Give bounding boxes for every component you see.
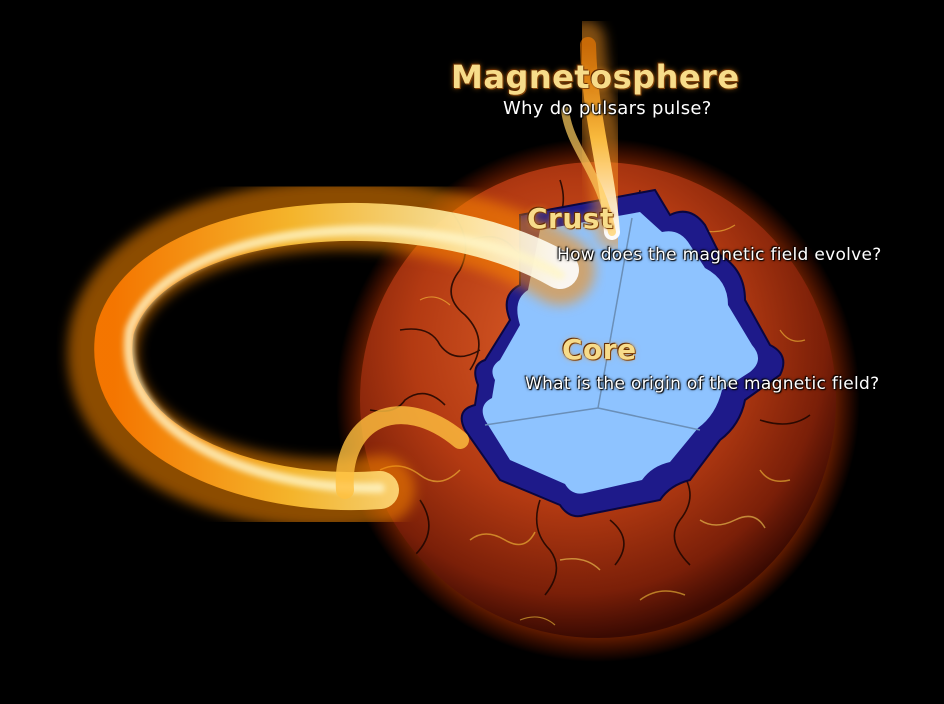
core-title: Core xyxy=(562,333,637,366)
core-question: What is the origin of the magnetic field… xyxy=(525,374,880,394)
crust-question: How does the magnetic field evolve? xyxy=(557,245,882,265)
core-section-lines xyxy=(484,217,701,431)
magnetosphere-title: Magnetosphere xyxy=(451,58,740,96)
magnetosphere-question: Why do pulsars pulse? xyxy=(503,98,712,119)
solar-flare-loop xyxy=(67,179,595,529)
crust-title: Crust xyxy=(527,202,614,235)
surface-texture xyxy=(379,224,806,626)
magnetosphere-jet xyxy=(561,20,635,250)
